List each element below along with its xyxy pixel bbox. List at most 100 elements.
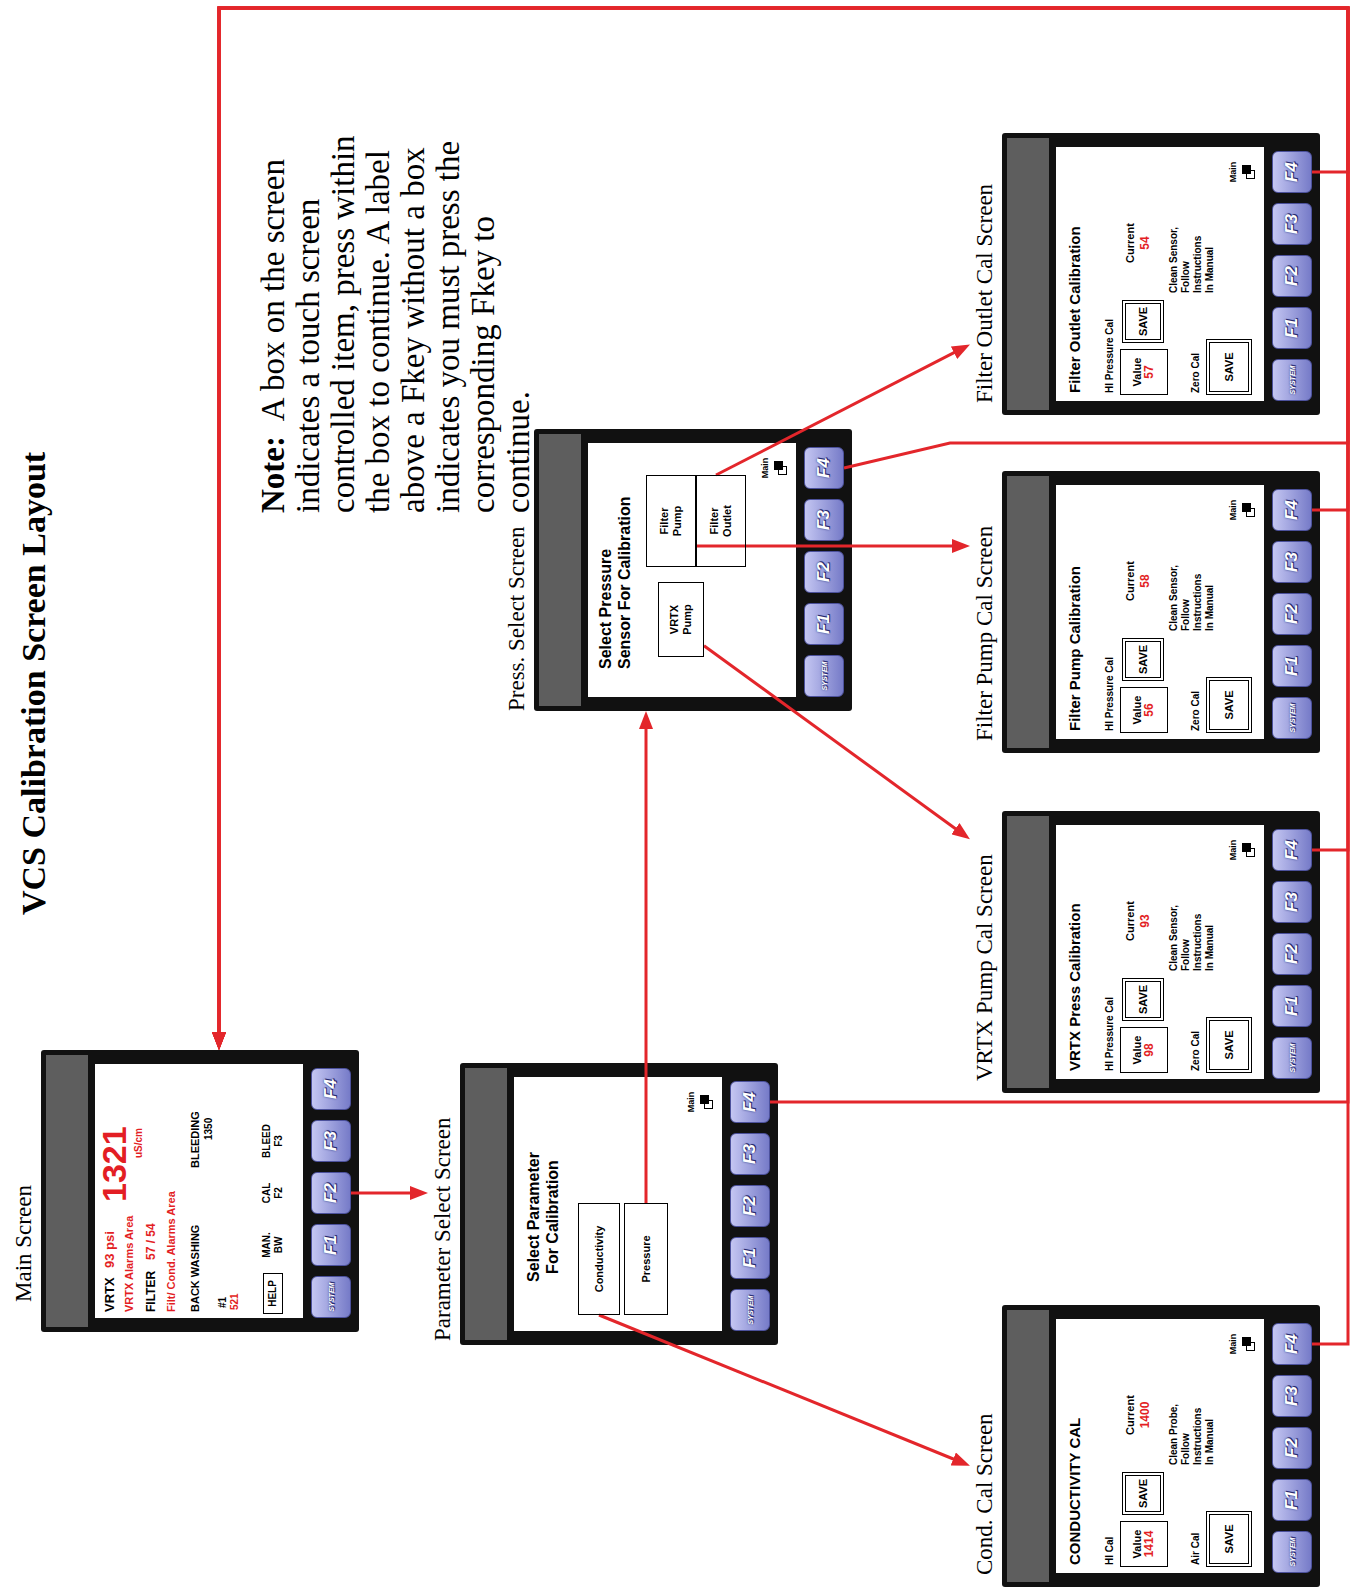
touch-box: SAVE: [1122, 638, 1164, 681]
screen-caption: Filter Outlet Cal Screen: [972, 184, 998, 403]
screen-text: Main: [1228, 495, 1238, 525]
key-label: SYSTEM: [328, 1283, 335, 1312]
touch-box: SAVE: [1206, 339, 1252, 395]
screen-text: VRTX Alarms Area: [123, 1216, 136, 1312]
function-key: F2: [1272, 1427, 1312, 1469]
key-label: SYSTEM: [1289, 1044, 1296, 1073]
touch-box: HELP: [263, 1273, 283, 1314]
function-key: SYSTEM: [1272, 697, 1312, 739]
screen-text: Main: [1228, 157, 1238, 187]
function-key: F3: [804, 499, 844, 541]
key-label: F3: [1282, 1386, 1302, 1406]
screen-text: Filter Pump Calibration: [1066, 566, 1083, 731]
screen-text: Air Cal: [1190, 1533, 1202, 1565]
box-text: VRTX Pump: [668, 603, 693, 636]
function-key: F3: [311, 1120, 351, 1162]
screen-text: Main: [760, 453, 770, 483]
touch-box: Filter Outlet: [696, 475, 746, 567]
function-key: F4: [1272, 829, 1312, 871]
screen-text: HI Cal: [1104, 1537, 1116, 1565]
function-key: F3: [1272, 881, 1312, 923]
screen-text: 1321: [95, 1126, 134, 1202]
note-block: Note:A box on the screen indicates a tou…: [256, 107, 536, 513]
diagram-title: VCS Calibration Screen Layout: [14, 452, 53, 915]
box-text: SAVE: [1223, 352, 1236, 381]
box-text: Value: [1131, 358, 1144, 387]
touch-box: Value56: [1120, 687, 1168, 733]
device-top-strip: [539, 434, 581, 706]
note-text: A box on the screen indicates a touch sc…: [255, 135, 536, 513]
device-top-strip: [1007, 476, 1049, 748]
key-label: F4: [321, 1079, 341, 1099]
screen-text: BACK WASHING: [189, 1225, 202, 1312]
screen-panel: Filter Outlet Cal Screen Filter Outlet Ca…: [970, 133, 1320, 415]
screen-text: Current: [1124, 897, 1137, 945]
main-icon: [774, 461, 787, 475]
key-label: SYSTEM: [1289, 704, 1296, 733]
key-label: F1: [1282, 1490, 1302, 1510]
function-key: F2: [1272, 255, 1312, 297]
key-label: F4: [1282, 162, 1302, 182]
main-icon: [1242, 843, 1255, 857]
box-text: Value: [1131, 696, 1144, 725]
screen-text: Clean Sensor, Follow Instructions In Man…: [1168, 563, 1216, 631]
screen-text: MAN. BW: [261, 1228, 285, 1263]
key-label: F4: [1282, 500, 1302, 520]
screen-caption: Filter Pump Cal Screen: [972, 526, 998, 741]
function-key: F1: [1272, 1479, 1312, 1521]
screen-text: Zero Cal: [1190, 691, 1202, 731]
function-key: F1: [1272, 307, 1312, 349]
key-label: F3: [1282, 214, 1302, 234]
screen-text: Main: [686, 1087, 696, 1117]
touch-box: Value98: [1120, 1027, 1168, 1073]
key-label: F3: [1282, 892, 1302, 912]
key-label: F3: [321, 1131, 341, 1151]
touch-box: Value57: [1120, 349, 1168, 395]
key-label: F4: [814, 458, 834, 478]
screen-text: Filter Outlet Calibration: [1066, 226, 1083, 393]
function-key: F4: [730, 1081, 770, 1123]
screen-text: BLEEDING: [189, 1111, 202, 1168]
screen-panel: Press. Select ScreenSelect Pressure Sens…: [502, 429, 852, 711]
function-key: F1: [1272, 645, 1312, 687]
key-label: F2: [740, 1196, 760, 1216]
box-text: SAVE: [1223, 1524, 1236, 1553]
screen-panel: VRTX Pump Cal ScreenVRTX Press Calibrati…: [970, 811, 1320, 1093]
screen-text: uS/cm: [133, 1128, 145, 1158]
touch-box: Filter Pump: [646, 475, 696, 567]
screen-text: VRTX: [103, 1277, 118, 1312]
box-text: SAVE: [1223, 690, 1236, 719]
connector-arrow: [704, 646, 965, 836]
screen-text: Clean Sensor, Follow Instructions In Man…: [1168, 225, 1216, 293]
key-label: SYSTEM: [1289, 366, 1296, 395]
device-top-strip: [465, 1068, 507, 1340]
box-text: 56: [1143, 703, 1157, 716]
connector-arrow: [645, 717, 648, 1203]
screen-text: CONDUCTIVITY CAL: [1066, 1418, 1083, 1565]
box-text: SAVE: [1137, 645, 1150, 674]
screen-text: 93 psi: [103, 1231, 118, 1268]
main-icon: [1242, 503, 1255, 517]
key-label: F2: [814, 562, 834, 582]
connector-arrow: [351, 1192, 422, 1195]
key-label: F2: [1282, 266, 1302, 286]
touch-box: SAVE: [1206, 1017, 1252, 1073]
screen-text: HI Pressure Cal: [1104, 657, 1116, 731]
screen-text: Clean Probe, Follow Instructions In Manu…: [1168, 1397, 1216, 1465]
connector-arrow: [219, 8, 1348, 1102]
function-key: F4: [311, 1068, 351, 1110]
box-text: Value: [1131, 1036, 1144, 1065]
screen-caption: Main Screen: [11, 1185, 37, 1302]
key-label: F1: [1282, 656, 1302, 676]
box-text: SAVE: [1137, 307, 1150, 336]
screen-text: BLEED F3: [261, 1124, 285, 1159]
device-top-strip: [1007, 816, 1049, 1088]
screen-text: Filt/ Cond. Alarms Area: [165, 1191, 178, 1312]
screen-text: 1350: [203, 1118, 215, 1140]
key-label: F4: [1282, 1334, 1302, 1354]
function-key: SYSTEM: [311, 1276, 351, 1318]
screen-text: Current: [1124, 1391, 1137, 1439]
note-heading: Note:: [255, 436, 291, 513]
function-key: F3: [730, 1133, 770, 1175]
function-key: F4: [1272, 1323, 1312, 1365]
